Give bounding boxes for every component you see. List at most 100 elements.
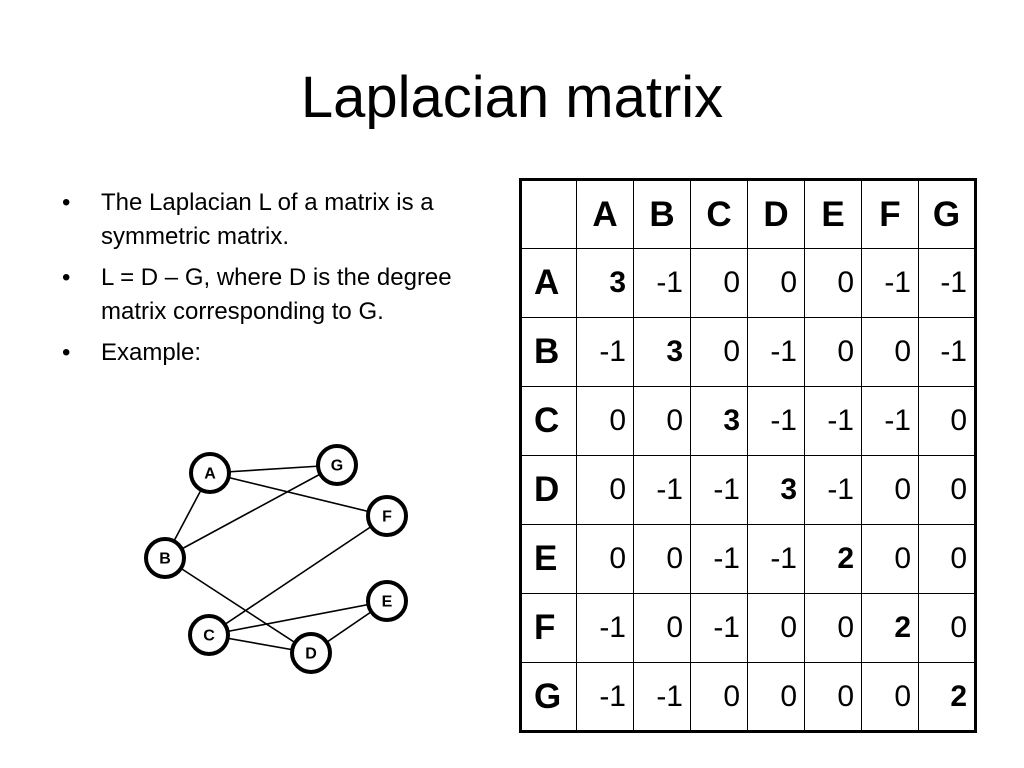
matrix-column-header: A (576, 179, 634, 249)
matrix-cell: -1 (690, 524, 748, 594)
matrix-column-header: B (633, 179, 691, 249)
matrix-row-header: E (520, 524, 577, 594)
matrix-row-header: F (520, 593, 577, 663)
matrix-cell: -1 (861, 386, 919, 456)
matrix-cell: -1 (918, 317, 976, 387)
graph-node-f: F (366, 495, 408, 537)
matrix-cell: 0 (804, 248, 862, 318)
matrix-cell: 0 (861, 317, 919, 387)
graph-node-label: F (382, 509, 392, 526)
matrix-diagonal-cell: 2 (804, 524, 862, 594)
example-graph: A B C D E F G (144, 444, 408, 674)
matrix-cell: 0 (918, 593, 976, 663)
graph-node-circle (188, 614, 230, 656)
matrix-cell: -1 (690, 593, 748, 663)
bullet-item: • L = D – G, where D is the degree matri… (60, 261, 505, 329)
graph-node-circle (316, 444, 358, 486)
graph-edge-a-g (209, 464, 338, 474)
matrix-row-header: C (520, 386, 577, 456)
graph-node-label: G (331, 458, 343, 475)
matrix-cell: 0 (576, 455, 634, 525)
matrix-cell: -1 (747, 386, 805, 456)
graph-edge-a-f (209, 472, 388, 517)
bullet-item: • The Laplacian L of a matrix is a symme… (60, 186, 505, 254)
matrix-diagonal-cell: 3 (690, 386, 748, 456)
matrix-diagonal-cell: 3 (747, 455, 805, 525)
matrix-cell: 0 (918, 455, 976, 525)
matrix-row-header: G (520, 662, 577, 732)
graph-node-d: D (290, 632, 332, 674)
bullet-item: • Example: (60, 336, 505, 370)
graph-node-c: C (188, 614, 230, 656)
slide-title: Laplacian matrix (300, 65, 724, 130)
graph-node-circle (144, 537, 186, 579)
graph-node-circle (189, 452, 231, 494)
graph-node-b: B (144, 537, 186, 579)
matrix-cell: -1 (633, 662, 691, 732)
graph-node-g: G (316, 444, 358, 486)
graph-node-label: D (305, 646, 317, 663)
bullet-text: L = D – G, where D is the degree matrix … (101, 264, 452, 325)
matrix-cell: 0 (804, 662, 862, 732)
matrix-cell: -1 (747, 524, 805, 594)
matrix-cell: 0 (747, 248, 805, 318)
matrix-diagonal-cell: 3 (576, 248, 634, 318)
matrix-cell: -1 (576, 593, 634, 663)
matrix-cell: -1 (861, 248, 919, 318)
matrix-row-header: B (520, 317, 577, 387)
matrix-cell: -1 (690, 455, 748, 525)
bullet-dot: • (62, 264, 71, 291)
graph-edge-c-f (208, 515, 388, 636)
graph-edge-c-e (208, 600, 388, 636)
matrix-cell: 0 (576, 524, 634, 594)
matrix-cell: 0 (861, 662, 919, 732)
matrix-cell: -1 (633, 248, 691, 318)
graph-node-label: A (204, 466, 216, 483)
bullet-dot: • (62, 189, 71, 216)
graph-node-label: B (159, 551, 171, 568)
matrix-diagonal-cell: 2 (918, 662, 976, 732)
matrix-column-header: F (861, 179, 919, 249)
matrix-cell: 0 (576, 386, 634, 456)
bullet-text: The Laplacian L of a matrix is a symmetr… (101, 189, 434, 250)
matrix-row-header: A (520, 248, 577, 318)
bullet-list: • The Laplacian L of a matrix is a symme… (60, 186, 505, 377)
matrix-cell: -1 (804, 455, 862, 525)
graph-edge-b-g (164, 464, 338, 559)
graph-node-e: E (366, 580, 408, 622)
matrix-cell: -1 (576, 662, 634, 732)
matrix-cell: 0 (633, 593, 691, 663)
matrix-diagonal-cell: 3 (633, 317, 691, 387)
matrix-cell: 0 (747, 593, 805, 663)
graph-node-a: A (189, 452, 231, 494)
matrix-column-header: G (918, 179, 976, 249)
graph-edge-b-d (164, 557, 312, 654)
matrix-column-header: E (804, 179, 862, 249)
matrix-cell: 0 (804, 317, 862, 387)
graph-nodes: A B C D E F G (144, 444, 408, 674)
graph-node-circle (366, 580, 408, 622)
graph-node-circle (366, 495, 408, 537)
matrix-cell: -1 (633, 455, 691, 525)
graph-node-label: E (382, 594, 393, 611)
matrix-cell: 0 (690, 662, 748, 732)
graph-node-label: C (203, 628, 215, 645)
matrix-diagonal-cell: 2 (861, 593, 919, 663)
bullet-dot: • (62, 339, 71, 366)
matrix-cell: 0 (633, 524, 691, 594)
graph-node-circle (290, 632, 332, 674)
matrix-cell: -1 (576, 317, 634, 387)
matrix-cell: -1 (918, 248, 976, 318)
matrix-cell: 0 (633, 386, 691, 456)
matrix-column-header: D (747, 179, 805, 249)
matrix-cell: 0 (690, 317, 748, 387)
